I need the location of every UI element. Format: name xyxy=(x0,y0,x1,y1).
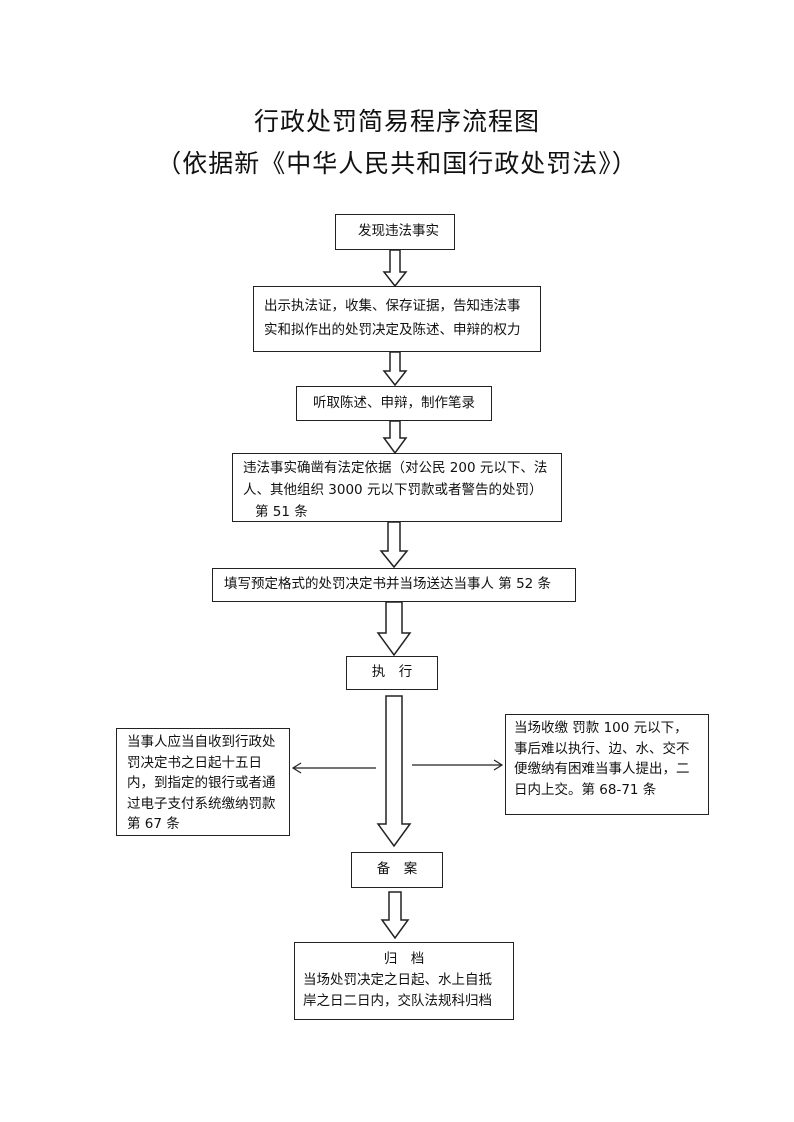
step-facts-article: 第 51 条 xyxy=(255,504,308,520)
arrow-down-7 xyxy=(380,891,410,940)
step-discover-box: 发现违法事实 xyxy=(335,214,455,250)
arrow-down-4 xyxy=(379,521,409,569)
arrow-left-head xyxy=(291,762,302,774)
arrow-down-2 xyxy=(382,351,408,387)
step-record-text: 备 案 xyxy=(376,861,418,877)
branch-left-text: 当事人应当自收到行政处罚决定书之日起十五日内，到指定的银行或者通过电子支付系统缴… xyxy=(127,734,303,832)
step-show-id-text: 出示执法证，收集、保存证据，告知违法事实和拟作出的处罚决定及陈述、申辩的权力 xyxy=(264,298,521,338)
arrow-down-5 xyxy=(376,601,412,657)
step-show-id-box: 出示执法证，收集、保存证据，告知违法事实和拟作出的处罚决定及陈述、申辩的权力 xyxy=(253,286,541,352)
arrow-right-head xyxy=(493,759,504,771)
step-fill-decision-box: 填写预定格式的处罚决定书并当场送达当事人 第 52 条 xyxy=(212,568,576,602)
arrow-down-1 xyxy=(382,249,408,288)
step-record-box: 备 案 xyxy=(351,852,443,888)
step-hear-text: 听取陈述、申辩，制作笔录 xyxy=(313,395,475,411)
step-facts-box: 违法事实确凿有法定依据（对公民 200 元以下、法人、其他组织 3000 元以下… xyxy=(232,453,562,522)
page-subtitle: （依据新《中华人民共和国行政处罚法》） xyxy=(156,149,638,178)
step-fill-decision-text: 填写预定格式的处罚决定书并当场送达当事人 第 52 条 xyxy=(224,576,552,592)
arrow-down-3 xyxy=(382,420,408,455)
step-archive-box: 归 档 当场处罚决定之日起、水上自抵岸之日二日内，交队法规科归档 xyxy=(294,942,514,1020)
branch-left-box: 当事人应当自收到行政处罚决定书之日起十五日内，到指定的银行或者通过电子支付系统缴… xyxy=(116,728,303,836)
page-title: 行政处罚简易程序流程图 xyxy=(253,107,540,136)
step-discover-text: 发现违法事实 xyxy=(358,223,439,239)
step-execute-box: 执 行 xyxy=(346,656,438,690)
branch-right-text: 当场收缴 罚款 100 元以下，事后难以执行、边、水、交不便缴纳有困难当事人提出… xyxy=(514,720,690,798)
arrow-down-6 xyxy=(376,695,412,848)
step-hear-box: 听取陈述、申辩，制作笔录 xyxy=(296,386,492,421)
branch-right-box: 当场收缴 罚款 100 元以下，事后难以执行、边、水、交不便缴纳有困难当事人提出… xyxy=(505,714,709,815)
step-archive-text: 当场处罚决定之日起、水上自抵岸之日二日内，交队法规科归档 xyxy=(303,972,492,1009)
step-execute-text: 执 行 xyxy=(371,664,413,680)
step-facts-text: 违法事实确凿有法定依据（对公民 200 元以下、法人、其他组织 3000 元以下… xyxy=(243,460,548,498)
step-archive-title: 归 档 xyxy=(383,951,425,967)
